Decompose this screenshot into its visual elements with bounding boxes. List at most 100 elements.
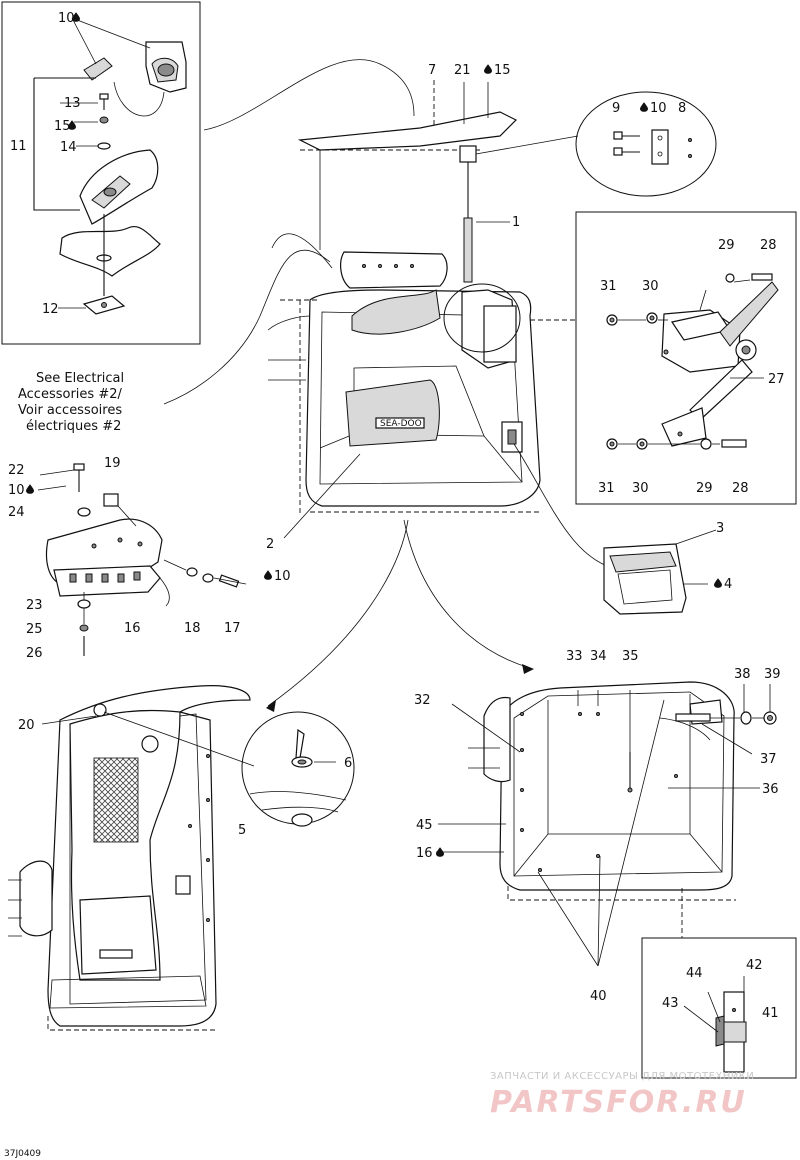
callout-18: 18 xyxy=(184,621,201,636)
screw-13 xyxy=(99,93,109,110)
callout-15: 15 xyxy=(54,119,71,134)
inset-frame-edge xyxy=(641,937,797,1079)
callout-39: 39 xyxy=(764,667,781,682)
box-brand-label: SEA-DOO xyxy=(380,419,422,429)
cross-reference-line3: Voir accessoires xyxy=(18,403,122,418)
console-ribs xyxy=(267,315,311,381)
callout-10: 10 xyxy=(8,483,25,498)
callout-20: 20 xyxy=(18,718,35,733)
latch-cap-part xyxy=(145,41,187,93)
callout-10: 10 xyxy=(58,11,75,26)
callout-40: 40 xyxy=(590,989,607,1004)
hinge-focus-ellipse xyxy=(443,283,521,353)
droplet-icon xyxy=(26,484,34,494)
mounting-plate-16 xyxy=(45,518,170,607)
droplet-icon xyxy=(640,102,648,112)
fasteners-37-39 xyxy=(675,711,777,725)
leader-20 xyxy=(41,715,97,725)
leader-2 xyxy=(283,453,361,539)
watermark-tagline: ЗАПЧАСТИ И АКСЕССУАРЫ ДЛЯ МОТОТЕХНИКИ xyxy=(490,1071,754,1082)
fasteners-bracket xyxy=(606,273,773,450)
callout-29: 29 xyxy=(718,238,735,253)
callout-10: 10 xyxy=(650,101,667,116)
callout-28: 28 xyxy=(732,481,749,496)
arrow-to-view-5 xyxy=(267,519,409,707)
fasteners-17-18 xyxy=(163,559,240,588)
leader-lid-to-latch xyxy=(203,59,415,131)
callout-27: 27 xyxy=(768,372,785,387)
callout-23: 23 xyxy=(26,598,43,613)
callout-42: 42 xyxy=(746,958,763,973)
leader-10a-b xyxy=(71,17,97,65)
inset-ellipse-hinge xyxy=(575,91,717,197)
console-lid-7 xyxy=(297,80,518,250)
callout-30: 30 xyxy=(642,279,659,294)
callout-34: 34 xyxy=(590,649,607,664)
arrow-to-view-36 xyxy=(403,519,531,669)
hull-view-5 xyxy=(8,685,251,1031)
callout-16: 16 xyxy=(124,621,141,636)
callout-11: 11 xyxy=(10,139,27,154)
leaders-liner-top xyxy=(577,684,771,752)
callout-19: 19 xyxy=(104,456,121,471)
cross-reference-line4: électriques #2 xyxy=(26,419,121,434)
callout-16: 16 xyxy=(416,846,433,861)
screws-9 xyxy=(613,131,640,156)
callout-22: 22 xyxy=(8,463,25,478)
callout-31: 31 xyxy=(598,481,615,496)
callout-10: 10 xyxy=(274,569,291,584)
callout-43: 43 xyxy=(662,996,679,1011)
deck-plate-part xyxy=(59,226,161,277)
leaders-40 xyxy=(537,699,665,967)
callout-12: 12 xyxy=(42,302,59,317)
callout-31: 31 xyxy=(600,279,617,294)
callout-1: 1 xyxy=(512,215,520,230)
bracket-11 xyxy=(33,77,96,211)
arrow-head-right xyxy=(522,664,534,674)
callout-9: 9 xyxy=(612,101,620,116)
callout-24: 24 xyxy=(8,505,25,520)
bracket-assembly-27 xyxy=(661,281,779,447)
callout-5: 5 xyxy=(238,823,246,838)
leader-10a xyxy=(71,17,151,49)
callout-8: 8 xyxy=(678,101,686,116)
callout-15: 15 xyxy=(494,63,511,78)
callout-26: 26 xyxy=(26,646,43,661)
inset-frame-bracket xyxy=(575,211,797,505)
leader-hinge xyxy=(475,135,579,155)
callout-44: 44 xyxy=(686,966,703,981)
latch-pad-part xyxy=(83,57,113,81)
callout-25: 25 xyxy=(26,622,43,637)
droplet-icon xyxy=(714,578,722,588)
arrow-head-left xyxy=(266,700,276,712)
watermark-brand: PARTSFOR.RU xyxy=(490,1085,747,1120)
cross-reference-note: See Electrical Accessories #2/ Voir acce… xyxy=(18,371,124,434)
callout-41: 41 xyxy=(762,1006,779,1021)
callout-36: 36 xyxy=(762,782,779,797)
leaders-liner xyxy=(436,703,760,853)
seat-panel-part xyxy=(340,251,448,289)
callout-32: 32 xyxy=(414,693,431,708)
edge-trim-41 xyxy=(683,976,747,1073)
latch-housing-part xyxy=(79,149,159,225)
console-tub-2 xyxy=(280,289,541,514)
gas-strut-1 xyxy=(459,145,510,283)
callout-29: 29 xyxy=(696,481,713,496)
callout-2: 2 xyxy=(266,537,274,552)
small-fasteners-left xyxy=(73,463,137,656)
callout-37: 37 xyxy=(760,752,777,767)
washer-14 xyxy=(97,142,111,150)
callout-13: 13 xyxy=(64,96,81,111)
callout-38: 38 xyxy=(734,667,751,682)
callout-labels: 10 13 15 14 11 12 7 21 15 9 10 8 1 29 28… xyxy=(8,11,785,1021)
droplet-icon xyxy=(484,64,492,74)
callout-7: 7 xyxy=(428,63,436,78)
callout-3: 3 xyxy=(716,521,724,536)
callout-14: 14 xyxy=(60,140,77,155)
washer-15 xyxy=(99,116,109,124)
callout-45: 45 xyxy=(416,818,433,833)
leader-6 xyxy=(103,711,255,767)
grommet-3 xyxy=(603,543,687,615)
